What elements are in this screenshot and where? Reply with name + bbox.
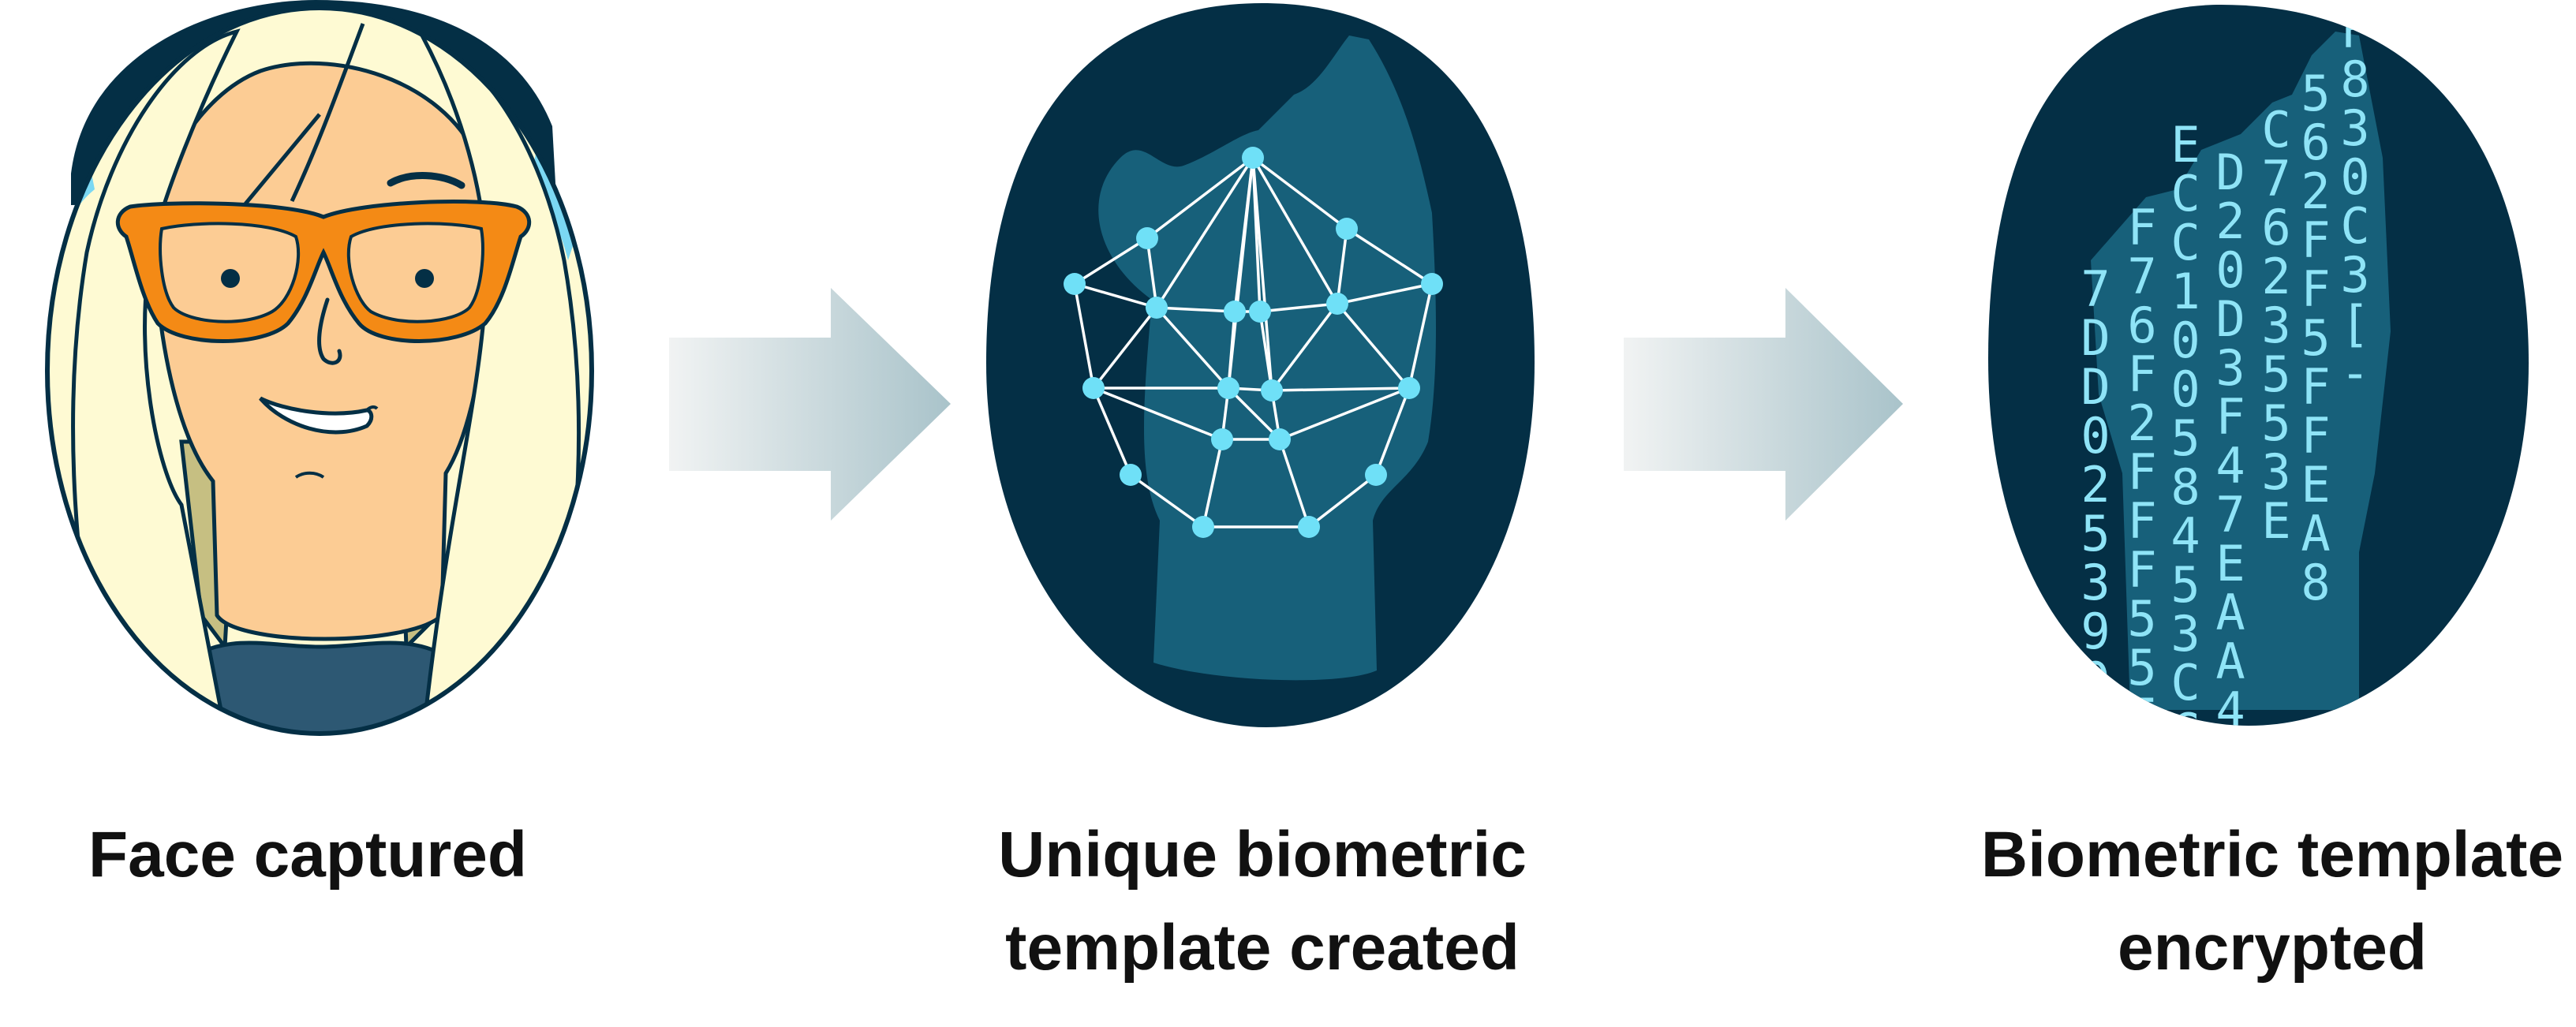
- mesh-line: [1251, 156, 1348, 230]
- mesh-line: [1073, 283, 1095, 389]
- mesh-node: [1421, 273, 1443, 295]
- mesh-node: [1120, 464, 1142, 486]
- mesh-line: [1251, 157, 1273, 391]
- caption-line: Biometric template: [1980, 819, 2564, 891]
- mesh-line: [1156, 306, 1236, 313]
- mesh-node: [1082, 377, 1105, 399]
- mesh-node: [1269, 428, 1291, 450]
- biometric-template-illustration: [986, 3, 1535, 727]
- mesh-node: [1326, 293, 1348, 315]
- mesh-line: [1129, 473, 1205, 528]
- mesh-line: [1278, 439, 1310, 528]
- mesh-line: [1279, 387, 1410, 441]
- caption-face-captured: Face captured: [47, 809, 568, 902]
- caption-template-encrypted: Biometric template encrypted: [1886, 809, 2576, 995]
- mesh-line: [1307, 473, 1378, 528]
- mesh-node: [1211, 428, 1233, 450]
- mesh-line: [1374, 387, 1411, 476]
- mesh-node: [1242, 147, 1264, 169]
- caption-line: Unique biometric: [998, 819, 1527, 891]
- face-captured-illustration: [45, 0, 594, 736]
- caption-template-created: Unique biometric template created: [923, 809, 1602, 995]
- mesh-line: [1074, 282, 1157, 309]
- mesh-node: [1365, 464, 1387, 486]
- smile: [259, 396, 374, 435]
- mesh-node: [1192, 516, 1214, 538]
- mesh-line: [1346, 227, 1433, 286]
- caption-line: encrypted: [2118, 912, 2427, 984]
- mesh-line: [1092, 306, 1158, 390]
- mesh-node: [1261, 379, 1283, 401]
- mesh-line: [1146, 237, 1158, 308]
- mesh-line: [1271, 387, 1410, 392]
- mesh-node: [1336, 218, 1358, 240]
- mesh-node: [1064, 273, 1086, 295]
- mesh-line: [1074, 237, 1148, 286]
- mesh-node: [1249, 301, 1271, 323]
- mesh-line: [1336, 302, 1411, 390]
- mesh-line: [1227, 387, 1281, 441]
- mesh-line: [1258, 311, 1273, 391]
- mesh-node: [1224, 301, 1246, 323]
- arrow-1: [669, 288, 951, 521]
- caption-line: template created: [1005, 912, 1520, 984]
- caption-line: Face captured: [88, 819, 527, 891]
- mesh-line: [1146, 156, 1254, 240]
- glasses: [115, 200, 532, 343]
- mesh-line: [1336, 228, 1348, 304]
- mesh-line: [1259, 302, 1338, 313]
- mesh-node: [1217, 377, 1239, 399]
- mesh-node: [1398, 377, 1420, 399]
- mesh-line: [1227, 311, 1236, 389]
- mesh-line: [1408, 283, 1434, 389]
- mesh-line: [1251, 157, 1339, 304]
- face-mesh: [1064, 147, 1443, 538]
- mesh-node: [1136, 227, 1158, 249]
- mesh-line: [1092, 387, 1132, 476]
- mesh-line: [1337, 282, 1433, 305]
- mesh-line: [1155, 157, 1254, 308]
- mesh-line: [1155, 306, 1230, 390]
- arrow-2: [1624, 288, 1903, 521]
- mesh-line: [1270, 302, 1339, 392]
- mesh-node: [1298, 516, 1320, 538]
- mesh-line: [1202, 439, 1224, 528]
- mesh-node: [1146, 297, 1168, 319]
- mesh-line: [1093, 387, 1223, 441]
- hair-silhouette-encrypted: [2091, 32, 2391, 710]
